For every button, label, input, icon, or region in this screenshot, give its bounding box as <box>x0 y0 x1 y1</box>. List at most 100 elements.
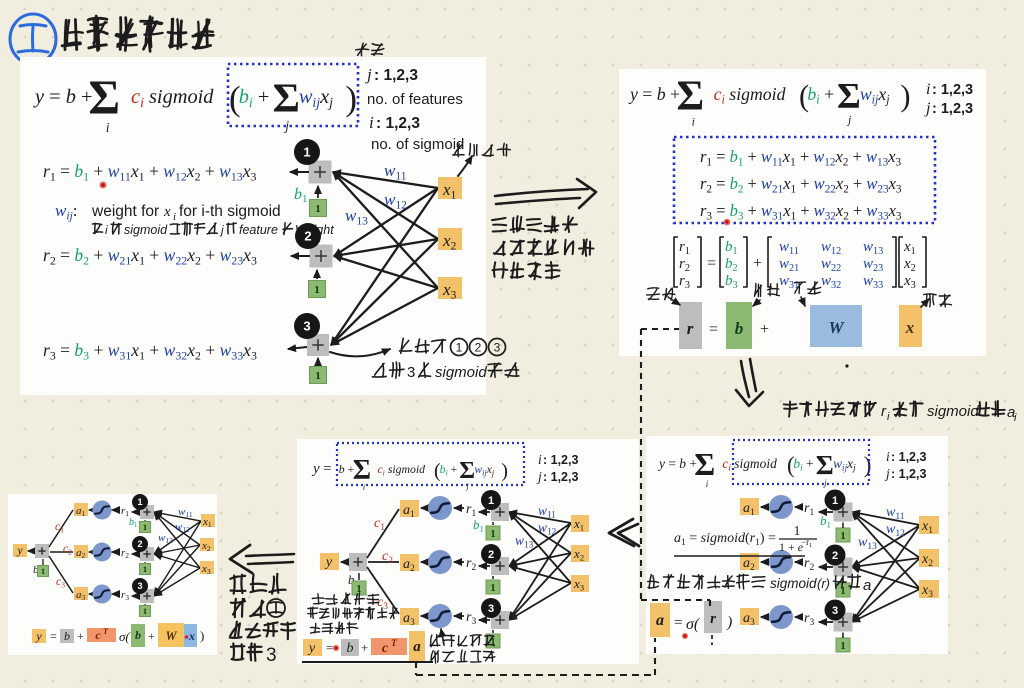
svg-text:1: 1 <box>303 145 310 160</box>
svg-text:+: + <box>361 640 368 655</box>
svg-text:: 1,2,3: : 1,2,3 <box>376 115 420 132</box>
svg-text:+: + <box>753 255 762 272</box>
svg-text:2: 2 <box>475 341 482 355</box>
svg-text:σ(: σ( <box>119 629 130 644</box>
svg-text:b1: b1 <box>129 517 137 529</box>
svg-text:y: y <box>35 629 42 643</box>
svg-text:: 1,2,3: : 1,2,3 <box>891 467 926 481</box>
svg-text:3: 3 <box>488 603 494 615</box>
svg-text:(: ( <box>787 451 795 477</box>
svg-text:ci sigmoid: ci sigmoid <box>131 86 214 111</box>
svg-text:T: T <box>103 627 109 636</box>
svg-text:x3: x3 <box>903 273 916 291</box>
svg-text:w13: w13 <box>863 239 883 257</box>
svg-text:j: j <box>924 100 931 117</box>
svg-text:sigmoid: sigmoid <box>770 576 817 591</box>
svg-text:Σ: Σ <box>816 449 834 480</box>
svg-text:T: T <box>391 639 398 649</box>
svg-text:w12: w12 <box>821 239 841 257</box>
svg-text:: 1,2,3: : 1,2,3 <box>374 67 418 84</box>
svg-text:2: 2 <box>488 549 494 561</box>
svg-text:=: = <box>707 255 716 272</box>
svg-text:Σ: Σ <box>694 446 715 482</box>
svg-text:r1: r1 <box>466 502 476 519</box>
svg-text:y: y <box>307 641 316 656</box>
svg-text:r3 = b3 + w31x1 + w32x2 + w33x: r3 = b3 + w31x1 + w32x2 + w33x3 <box>43 340 257 363</box>
svg-text:b: b <box>135 628 141 642</box>
svg-text:2: 2 <box>304 229 311 244</box>
svg-text:i: i <box>369 113 374 132</box>
svg-text:x: x <box>163 204 171 220</box>
svg-text:1: 1 <box>841 586 846 597</box>
svg-text:wijxj: wijxj <box>833 456 856 473</box>
svg-text:wij:: wij: <box>55 201 78 222</box>
svg-text:i: i <box>926 81 930 98</box>
svg-text:y = b +: y = b + <box>628 84 680 104</box>
svg-text:r: r <box>710 611 716 627</box>
svg-text:2: 2 <box>137 539 142 549</box>
svg-text:ci sigmoid: ci sigmoid <box>377 463 425 477</box>
svg-text:3: 3 <box>137 581 142 591</box>
svg-text:x2: x2 <box>921 552 933 569</box>
svg-text:1: 1 <box>315 370 321 382</box>
svg-text:i: i <box>105 223 108 237</box>
svg-text:y: y <box>16 545 23 557</box>
svg-text:x2: x2 <box>903 256 916 274</box>
svg-text:bi +: bi + <box>793 456 813 473</box>
svg-text:a2: a2 <box>743 556 755 573</box>
svg-text:+: + <box>77 629 84 643</box>
svg-text:r3: r3 <box>121 589 129 602</box>
svg-text:x2: x2 <box>573 546 584 563</box>
svg-text:b: b <box>33 564 39 576</box>
svg-text:x1: x1 <box>903 239 916 257</box>
svg-text:w11: w11 <box>779 239 799 257</box>
svg-text:w12: w12 <box>538 520 557 537</box>
svg-text:(: ( <box>799 79 809 113</box>
svg-text:: 1,2,3: : 1,2,3 <box>891 450 926 464</box>
svg-text:w21: w21 <box>779 256 799 274</box>
svg-text:r3 = b3 + w31x1 + w32x2 + w33x: r3 = b3 + w31x1 + w32x2 + w33x3 <box>700 201 902 222</box>
svg-text:Σ: Σ <box>837 76 861 116</box>
svg-text:a1: a1 <box>743 501 755 518</box>
svg-text:c1: c1 <box>374 516 385 533</box>
svg-text:r2: r2 <box>466 556 476 573</box>
svg-text:j: j <box>283 118 289 133</box>
svg-text:i: i <box>106 120 110 135</box>
svg-text:1: 1 <box>491 637 496 648</box>
svg-text:1: 1 <box>357 584 362 595</box>
svg-text:=: = <box>50 629 57 643</box>
svg-text:1: 1 <box>491 529 496 540</box>
svg-text:ci sigmoid: ci sigmoid <box>722 456 777 473</box>
svg-text:w11: w11 <box>384 161 407 182</box>
svg-text:1: 1 <box>137 497 142 507</box>
svg-text:b1: b1 <box>725 239 738 257</box>
svg-text:r1: r1 <box>679 239 690 257</box>
svg-text:: 1,2,3: : 1,2,3 <box>932 82 973 98</box>
svg-text:c3: c3 <box>377 595 388 612</box>
svg-text:wijxj: wijxj <box>474 463 495 477</box>
svg-text:=: = <box>323 461 331 477</box>
svg-text:sigmoid: sigmoid <box>435 364 487 381</box>
svg-text:w13: w13 <box>515 533 534 550</box>
svg-text:y: y <box>311 461 320 477</box>
svg-text:): ) <box>501 460 508 482</box>
svg-text:): ) <box>200 628 204 643</box>
svg-text:j: j <box>219 223 224 237</box>
svg-text:c1: c1 <box>55 521 64 534</box>
svg-text:=: = <box>326 640 333 655</box>
svg-text:b: b <box>348 572 355 587</box>
svg-text:b: b <box>64 629 70 643</box>
svg-text:+: + <box>148 629 155 643</box>
svg-text:w13: w13 <box>858 535 877 552</box>
svg-text:b3: b3 <box>725 273 738 291</box>
svg-text:sigmoid: sigmoid <box>927 403 979 420</box>
svg-text:3: 3 <box>266 645 277 666</box>
svg-text:x1: x1 <box>573 516 584 533</box>
svg-text:(r): (r) <box>817 576 830 591</box>
svg-text:i: i <box>706 479 709 489</box>
svg-text:i: i <box>538 452 542 467</box>
svg-text:1: 1 <box>794 523 801 538</box>
svg-text:Σ: Σ <box>459 458 475 484</box>
svg-text:c3: c3 <box>56 576 65 589</box>
svg-text:): ) <box>345 79 357 118</box>
